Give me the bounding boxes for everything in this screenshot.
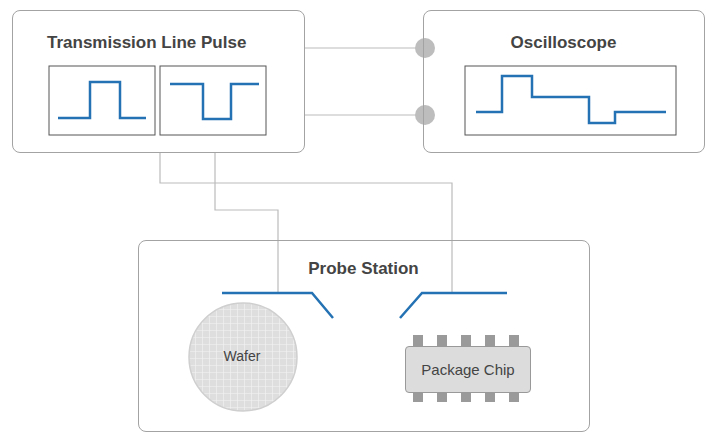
probe-needle	[400, 293, 507, 318]
input-port	[415, 38, 435, 58]
cable-line	[160, 153, 452, 240]
pulse-panel	[160, 66, 266, 135]
scope-waveform	[476, 76, 666, 123]
chip-body: Package Chip	[405, 346, 531, 393]
box-heading: Oscilloscope	[511, 33, 617, 53]
part-label: Package Chip	[421, 361, 514, 379]
wafer-circle: Wafer	[188, 302, 298, 412]
scope-screen	[465, 66, 676, 135]
negative-pulse	[170, 84, 259, 119]
input-port	[415, 105, 435, 125]
station-box: Probe StationWaferPackage Chip	[138, 240, 590, 432]
pulse-panel	[49, 66, 155, 135]
cable-line	[305, 114, 423, 115]
probe-wire	[451, 240, 452, 293]
instrument-box: Transmission Line Pulse	[12, 10, 305, 153]
instrument-box: Oscilloscope	[423, 10, 705, 153]
cable-line	[215, 153, 278, 240]
cable-line	[305, 47, 423, 48]
box-heading: Probe Station	[308, 259, 419, 279]
box-heading: Transmission Line Pulse	[47, 33, 246, 53]
probe-wire	[277, 240, 278, 293]
positive-pulse	[58, 82, 146, 118]
part-label: Wafer	[224, 348, 261, 365]
